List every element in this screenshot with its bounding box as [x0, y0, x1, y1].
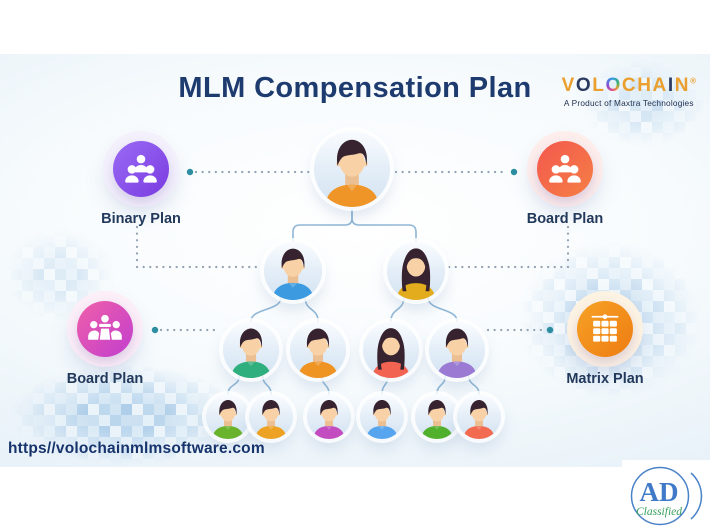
ad-text: AD [640, 477, 679, 507]
matrix-grid-icon [577, 301, 633, 357]
avatar-node-n3b [290, 322, 346, 378]
website-link[interactable]: https//volochainmlmsoftware.com [8, 440, 265, 457]
board-plan-bottom-label: Board Plan [66, 371, 144, 387]
logo-letter: A [652, 75, 668, 96]
classified-text: Classified [636, 506, 682, 518]
podium-people-icon [77, 301, 133, 357]
ad-classified-logo: AD Classified [622, 460, 710, 530]
matrix-plan-label: Matrix Plan [566, 371, 644, 387]
endpoint-dot [186, 168, 194, 176]
avatar-node-n3c [363, 322, 419, 378]
avatar-node-n4c [307, 395, 351, 439]
three-people-icon [537, 141, 593, 197]
avatar-node-n3a [223, 322, 279, 378]
logo-tagline: A Product of Maxtra Technologies [563, 98, 694, 108]
avatar-node-n4f [457, 395, 501, 439]
binary-plan-badge: Binary Plan [101, 131, 181, 227]
logo-letter: L [592, 75, 606, 96]
logo-letter: O [605, 75, 622, 96]
ad-logo-circle [630, 466, 690, 526]
logo-letter: H [637, 75, 653, 96]
logo-letter: I [667, 75, 675, 96]
page-title: MLM Compensation Plan [178, 72, 532, 104]
logo-letter: O [575, 75, 593, 96]
avatar-node-n4d [360, 395, 404, 439]
endpoint-dot [546, 326, 554, 334]
three-people-icon [113, 141, 169, 197]
volochain-wordmark: VOLOCHAIN® [562, 76, 696, 95]
avatar-node-n2a [264, 242, 322, 300]
binary-plan-label: Binary Plan [101, 211, 181, 227]
matrix-plan-badge: Matrix Plan [566, 291, 644, 387]
avatar-node-n4b [249, 395, 293, 439]
avatar-node-n4a [206, 395, 250, 439]
board-plan-top-label: Board Plan [526, 211, 604, 227]
logo-letter: N [674, 75, 691, 96]
avatar-node-n4e [415, 395, 459, 439]
avatar-node-n3d [429, 322, 485, 378]
endpoint-dot [151, 326, 159, 334]
volochain-logo: VOLOCHAIN® A Product of Maxtra Technolog… [562, 76, 696, 108]
board-plan-top-badge: Board Plan [527, 131, 603, 227]
logo-letter: V [561, 75, 576, 96]
avatar-node-n2b [387, 242, 445, 300]
registered-mark: ® [690, 76, 696, 86]
avatar-node-root [314, 131, 390, 207]
board-plan-bottom-badge: Board Plan [67, 291, 143, 387]
logo-letter: C [621, 75, 638, 96]
ad-logo-arc [690, 472, 703, 520]
endpoint-dot [510, 168, 518, 176]
